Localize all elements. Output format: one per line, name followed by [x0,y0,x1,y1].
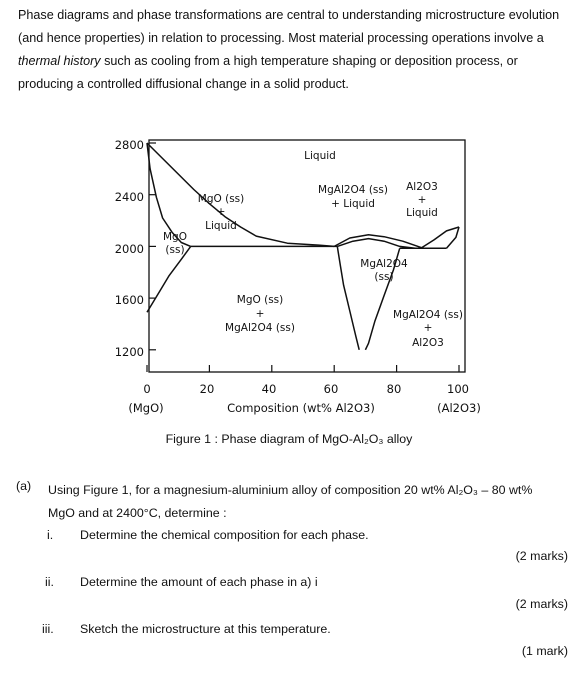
y-tick-label: 1600 [115,293,144,307]
y-tick-label: 2000 [115,242,144,256]
region-label-mgo-spinel: MgAl2O4 (ss) [225,322,295,334]
part-i-number: i. [47,528,54,542]
region-label-liquid: Liquid [304,150,336,162]
region-label-spinel-liquid: + Liquid [331,198,375,210]
y-tick-label: 2400 [115,190,144,204]
question-a-text: Using Figure 1, for a magnesium-aluminiu… [48,483,533,520]
region-label-al2o3-liquid: Al2O3 [406,181,438,193]
region-label-spinel-ss: (ss) [374,271,393,283]
x-end-label-al2o3: (Al2O3) [437,401,481,415]
intro-paragraph: Phase diagrams and phase transformations… [18,4,570,96]
al2o3-liquidus-line [421,226,460,249]
x-tick-label: 40 [262,382,277,396]
region-label-mgo-spinel: + [256,308,265,320]
region-label-spinel-al2o3: Al2O3 [412,337,444,349]
x-tick-label: 100 [447,382,469,396]
x-end-label-mgo: (MgO) [128,401,163,415]
x-tick-label: 20 [200,382,215,396]
region-label-mgo-liquid: + [217,206,226,218]
region-label-mgo-liquid: MgO (ss) [198,193,244,205]
figure-caption: Figure 1 : Phase diagram of MgO-Al₂O₃ al… [165,432,413,446]
spinel-liquidus-line [333,234,422,249]
x-tick-label: 80 [387,382,402,396]
phase-diagram: 2800 2400 2000 1600 1200 0 20 40 60 80 1… [115,138,481,415]
plot-frame [148,139,466,373]
intro-text-end: such as cooling from a high temperature … [18,54,518,91]
part-ii-text: Determine the amount of each phase in a)… [80,575,318,589]
part-iii-number: iii. [42,622,54,636]
phase-boundaries [146,142,460,351]
part-i-text: Determine the chemical composition for e… [80,528,369,542]
region-label-al2o3-liquid: Liquid [406,207,438,219]
spinel-right-solvus-line [364,248,401,351]
part-i-marks: (2 marks) [515,549,568,563]
al2o3-solidus-line [445,226,460,249]
region-label-mgo-liquid: Liquid [205,220,237,232]
region-label-al2o3-liquid: + [418,194,427,206]
mgo-liquidus-line [146,142,335,248]
part-iii-marks: (1 mark) [521,644,568,658]
y-tick-label: 2800 [115,138,144,152]
y-tick-label: 1200 [115,345,144,359]
spinel-left-solvus-line [336,246,360,350]
intro-emphasis: thermal history [18,54,101,68]
region-label-mgo-ss: (ss) [165,244,184,256]
mgo-solidus-line [146,142,191,248]
part-iii-text: Sketch the microstructure at this temper… [80,622,331,636]
mgo-solvus-line [146,245,192,313]
region-label-mgo-spinel: MgO (ss) [237,294,283,306]
question-a-label: (a) [16,479,32,493]
part-ii-marks: (2 marks) [515,597,568,611]
x-tick-label: 0 [143,382,150,396]
part-ii-number: ii. [45,575,54,589]
region-label-spinel-ss: MgAl2O4 [360,258,408,270]
x-tick-label: 60 [324,382,339,396]
x-axis-title: Composition (wt% Al2O3) [227,401,375,415]
region-label-spinel-liquid: MgAl2O4 (ss) [318,184,388,196]
region-label-spinel-al2o3: MgAl2O4 (ss) [393,309,463,321]
region-label-spinel-al2o3: + [424,322,433,334]
region-label-mgo-ss: MgO [163,231,187,243]
spinel-solidus-line [337,237,416,250]
intro-text-start: Phase diagrams and phase transformations… [18,8,560,45]
